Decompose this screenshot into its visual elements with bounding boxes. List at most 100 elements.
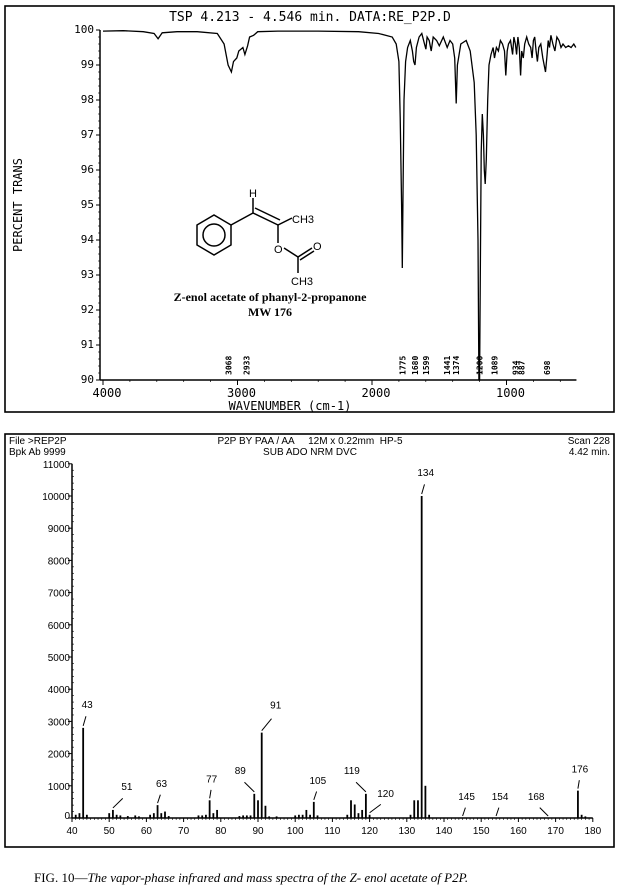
ms-x-tick-label: 70 xyxy=(178,826,190,837)
ms-x-tick-label: 80 xyxy=(215,826,227,837)
ir-spectrum-line xyxy=(102,30,577,381)
ir-peak-label: 2933 xyxy=(243,356,252,375)
ir-x-tick-label: 2000 xyxy=(362,386,391,400)
ms-peak-leader xyxy=(261,718,272,731)
ms-y-tick-label: 2000 xyxy=(48,750,71,761)
ir-panel: TSP 4.213 - 4.546 min. DATA:RE_P2P.D PER… xyxy=(4,5,615,413)
ms-y-tick-label: 10000 xyxy=(42,492,70,503)
ms-peak-leader xyxy=(577,780,580,789)
ir-y-tick-label: 98 xyxy=(81,93,94,106)
ir-peak-label: 1680 xyxy=(411,356,420,375)
ms-y-tick-label: 9000 xyxy=(48,524,71,535)
ms-bpk: Bpk Ab 9999 xyxy=(9,447,66,458)
ms-peak-label: 63 xyxy=(156,779,168,790)
molecule-structure xyxy=(196,198,315,273)
ir-y-tick-label: 93 xyxy=(81,268,94,281)
ms-x-tick-label: 100 xyxy=(287,826,304,837)
ms-peak-leader xyxy=(112,797,124,809)
aromatic-circle xyxy=(202,223,226,247)
ir-xlabel: WAVENUMBER (cm-1) xyxy=(229,399,352,413)
caption-fig: FIG. 10— xyxy=(34,870,88,885)
ms-x-tick-label: 170 xyxy=(547,826,564,837)
ir-y-tick-label: 94 xyxy=(81,233,95,246)
ir-y-tick-label: 91 xyxy=(81,338,94,351)
ms-y-tick-label: 3000 xyxy=(48,717,71,728)
ms-y-tick-label: 0 xyxy=(64,811,70,822)
ms-peak-label: 176 xyxy=(572,765,589,776)
ms-peak-leader xyxy=(313,791,318,801)
ir-peak-label: 887 xyxy=(518,360,527,375)
molecule-labels: H CH3 O O CH3 xyxy=(249,188,322,288)
ms-x-tick-label: 140 xyxy=(436,826,453,837)
ir-panel-border xyxy=(4,5,615,413)
ms-peak-leader xyxy=(421,484,425,495)
ms-time: 4.42 min. xyxy=(569,447,610,458)
ir-y-tick-label: 90 xyxy=(81,373,94,386)
ms-y-tick-label: 8000 xyxy=(48,556,71,567)
ir-peak-label: 3068 xyxy=(224,356,233,375)
ms-x-tick-label: 110 xyxy=(324,826,340,837)
ir-peak-label: 1374 xyxy=(452,356,461,375)
ms-y-tick-label: 6000 xyxy=(48,621,71,632)
ir-y-tick-label: 96 xyxy=(81,163,94,176)
ms-x-tick-label: 150 xyxy=(473,826,490,837)
ms-peak-leader xyxy=(495,807,500,817)
ms-peak-label: 168 xyxy=(528,792,545,803)
ir-peak-label: 1441 xyxy=(443,356,452,375)
ms-x-tick-label: 120 xyxy=(361,826,378,837)
ir-peak-label: 1089 xyxy=(491,356,500,375)
atom-ch3-bottom: CH3 xyxy=(291,276,313,288)
ms-peak-leader xyxy=(355,781,367,793)
ir-y-tick-label: 99 xyxy=(81,58,94,71)
ms-peak-leader xyxy=(462,807,466,817)
ms-peak-label: 145 xyxy=(458,792,475,803)
ir-peak-label: 698 xyxy=(543,360,552,375)
ms-x-tick-label: 90 xyxy=(252,826,264,837)
compound-mw: MW 176 xyxy=(248,305,292,319)
ms-peak-label: 51 xyxy=(121,782,133,793)
ms-panel: File >REP2P Bpk Ab 9999 P2P BY PAA / AA … xyxy=(4,433,615,848)
atom-o-carbonyl: O xyxy=(313,241,322,253)
ms-peak-leader xyxy=(82,716,87,726)
ms-peak-label: 91 xyxy=(270,701,282,712)
ir-peak-label: 1775 xyxy=(398,356,407,375)
ms-peak-label: 105 xyxy=(309,776,326,787)
ir-y-tick-label: 100 xyxy=(74,23,94,36)
ir-title: TSP 4.213 - 4.546 min. DATA:RE_P2P.D xyxy=(169,10,451,25)
ms-peak-label: 77 xyxy=(206,774,218,785)
ms-peak-leader xyxy=(539,807,549,817)
atom-o-ester: O xyxy=(274,244,283,256)
ir-y-tick-label: 92 xyxy=(81,303,94,316)
ms-file: File >REP2P xyxy=(9,436,67,447)
compound-name: Z-enol acetate of phanyl-2-propanone xyxy=(174,290,367,304)
caption-text: The vapor-phase infrared and mass spectr… xyxy=(87,870,468,885)
ms-peak-label: 89 xyxy=(235,766,247,777)
atom-ch3-top: CH3 xyxy=(292,214,314,226)
ms-x-tick-label: 180 xyxy=(584,826,601,837)
ms-y-tick-label: 7000 xyxy=(48,589,71,600)
ms-peak-leader xyxy=(209,789,212,799)
ir-y-tick-label: 97 xyxy=(81,128,94,141)
ms-x-tick-label: 40 xyxy=(66,826,78,837)
ir-peak-label: 934 xyxy=(511,360,520,375)
ms-peak-label: 120 xyxy=(377,789,394,800)
ms-x-tick-label: 130 xyxy=(398,826,415,837)
ir-y-tick-label: 95 xyxy=(81,198,94,211)
ir-peak-label: 1200 xyxy=(476,356,485,375)
ir-x-tick-label: 1000 xyxy=(496,386,525,400)
ms-y-tick-label: 4000 xyxy=(48,685,71,696)
ms-peak-leader xyxy=(369,803,382,814)
ms-peak-label: 154 xyxy=(492,792,509,803)
figure-caption: FIG. 10—The vapor-phase infrared and mas… xyxy=(34,870,468,885)
ms-x-tick-label: 60 xyxy=(141,826,153,837)
ms-peak-label: 119 xyxy=(344,766,360,777)
ms-peak-leader xyxy=(157,794,161,804)
benzene-ring xyxy=(196,214,232,256)
ir-ylabel: PERCENT TRANS xyxy=(11,158,25,252)
atom-h: H xyxy=(249,188,257,200)
ms-y-tick-label: 11000 xyxy=(43,460,71,471)
ms-scan: Scan 228 xyxy=(568,436,611,447)
ms-x-tick-label: 160 xyxy=(510,826,527,837)
ms-peak-label: 43 xyxy=(82,700,94,711)
